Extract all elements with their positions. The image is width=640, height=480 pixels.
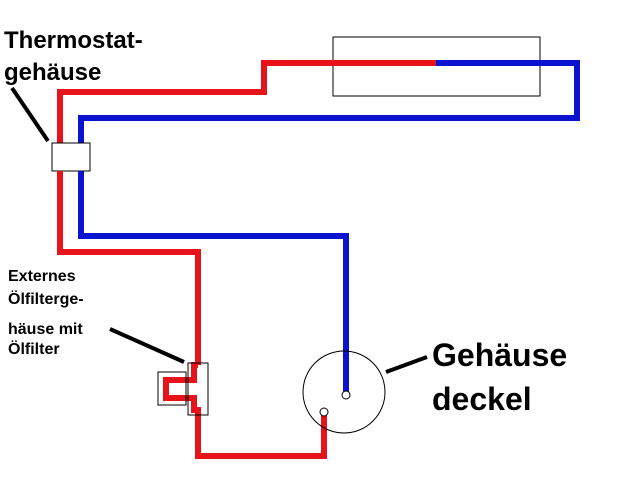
oil-filter-inner-box bbox=[187, 362, 209, 416]
housing-cover-label-line-1: Gehäuse bbox=[432, 337, 567, 373]
hot-port bbox=[319, 407, 329, 417]
housing-cover-circle bbox=[302, 350, 386, 434]
oil-filter-label-line-4: Ölfilter bbox=[8, 339, 60, 358]
thermostat-housing-box bbox=[51, 142, 91, 172]
thermostat-label-line-1: Thermostat- bbox=[4, 27, 143, 54]
housing-cover-label-line-2: deckel bbox=[432, 381, 532, 417]
thermostat-label-line-2: gehäuse bbox=[4, 59, 101, 86]
housing-cover-leader-line bbox=[385, 355, 428, 374]
oil-filter-outer-box bbox=[157, 371, 187, 406]
hot-oil-line-top bbox=[57, 60, 436, 365]
oil-filter-label-line-1: Externes bbox=[8, 268, 76, 285]
thermostat-leader-line bbox=[10, 86, 50, 143]
oil-filter-leader-line bbox=[109, 327, 185, 364]
cold-port bbox=[341, 390, 351, 400]
hot-oil-line-filter-loop bbox=[163, 362, 327, 459]
oil-filter-label-line-2: Ölfilterge- bbox=[8, 289, 84, 308]
cold-oil-line bbox=[78, 60, 580, 395]
oil-cooler-box bbox=[332, 36, 541, 97]
oil-filter-label-line-3: häuse mit bbox=[8, 321, 83, 338]
